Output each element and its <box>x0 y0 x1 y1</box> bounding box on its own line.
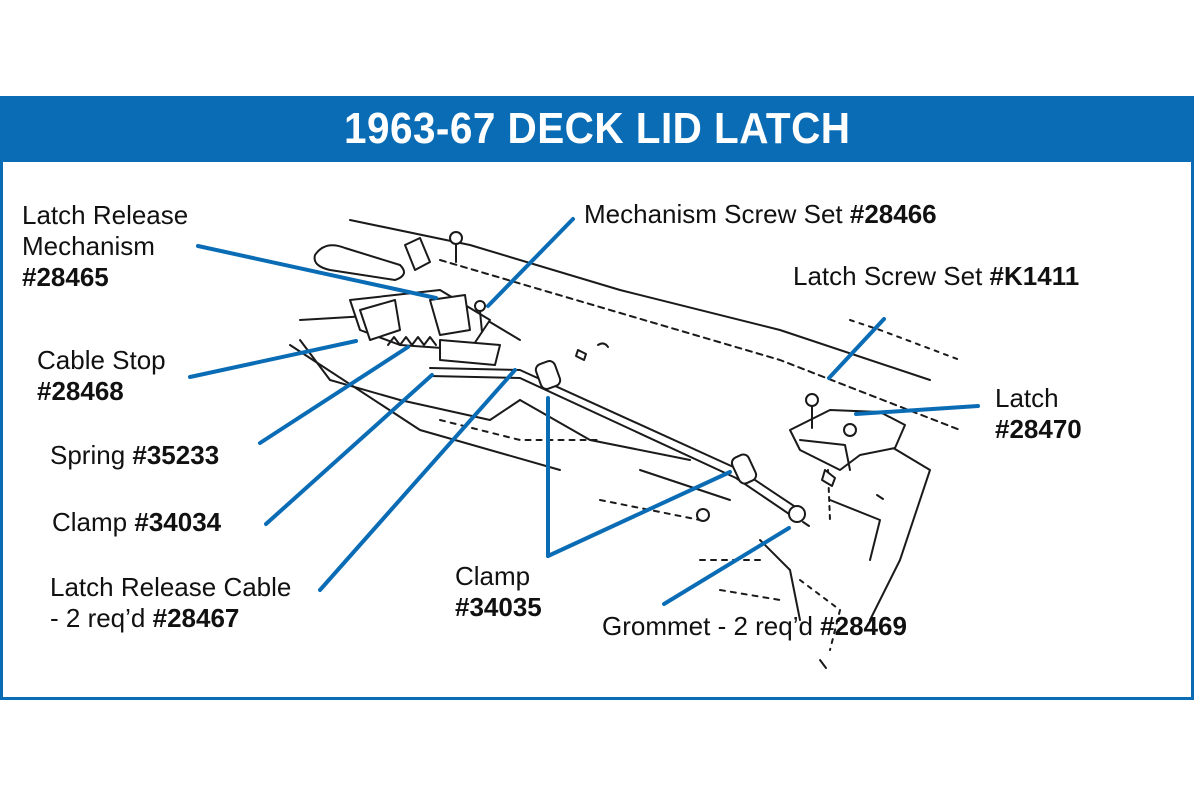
latch-drawing <box>789 393 906 527</box>
label-line: Latch <box>995 383 1059 413</box>
label-mechanism-screw-set: Mechanism Screw Set #28466 <box>584 199 937 230</box>
part-number: #34034 <box>134 507 222 537</box>
label-latch: Latch #28470 <box>995 383 1082 445</box>
label-line: Cable Stop <box>37 345 166 375</box>
part-number: #28466 <box>849 199 937 229</box>
label-latch-screw-set: Latch Screw Set #K1411 <box>793 261 1079 292</box>
label-spring: Spring #35233 <box>50 440 219 471</box>
label-text: Spring <box>50 440 133 470</box>
label-line: Latch Release <box>22 200 189 230</box>
part-number: #34035 <box>455 592 542 622</box>
title-bar: 1963-67 DECK LID LATCH <box>0 96 1194 162</box>
part-number: #28465 <box>22 262 109 292</box>
label-line: Latch Release Cable <box>50 572 292 602</box>
release-mechanism-drawing <box>313 231 501 366</box>
label-grommet: Grommet - 2 req’d #28469 <box>602 611 907 642</box>
label-text: Grommet - 2 req’d <box>602 611 821 641</box>
label-text: - 2 req’d <box>50 603 153 633</box>
page-title: 1963-67 DECK LID LATCH <box>343 104 851 153</box>
part-number: #28469 <box>820 611 907 641</box>
label-text: Clamp <box>52 507 135 537</box>
label-text: Latch Screw Set <box>793 261 990 291</box>
label-cable-stop: Cable Stop #28468 <box>37 345 166 407</box>
label-text: Mechanism Screw Set <box>584 199 850 229</box>
label-line: Mechanism <box>22 231 155 261</box>
part-number: #28467 <box>152 603 240 633</box>
release-cable-drawing <box>429 342 806 523</box>
label-latch-release-cable: Latch Release Cable - 2 req’d #28467 <box>50 572 291 634</box>
label-line: Clamp <box>455 561 531 591</box>
part-number: #28470 <box>995 414 1082 444</box>
part-number: #35233 <box>132 440 220 470</box>
label-latch-release-mechanism: Latch Release Mechanism #28465 <box>22 200 188 293</box>
part-number: #K1411 <box>989 261 1080 291</box>
label-clamp-34034: Clamp #34034 <box>52 507 221 538</box>
label-clamp-34035: Clamp #34035 <box>455 561 542 623</box>
part-number: #28468 <box>37 376 124 406</box>
